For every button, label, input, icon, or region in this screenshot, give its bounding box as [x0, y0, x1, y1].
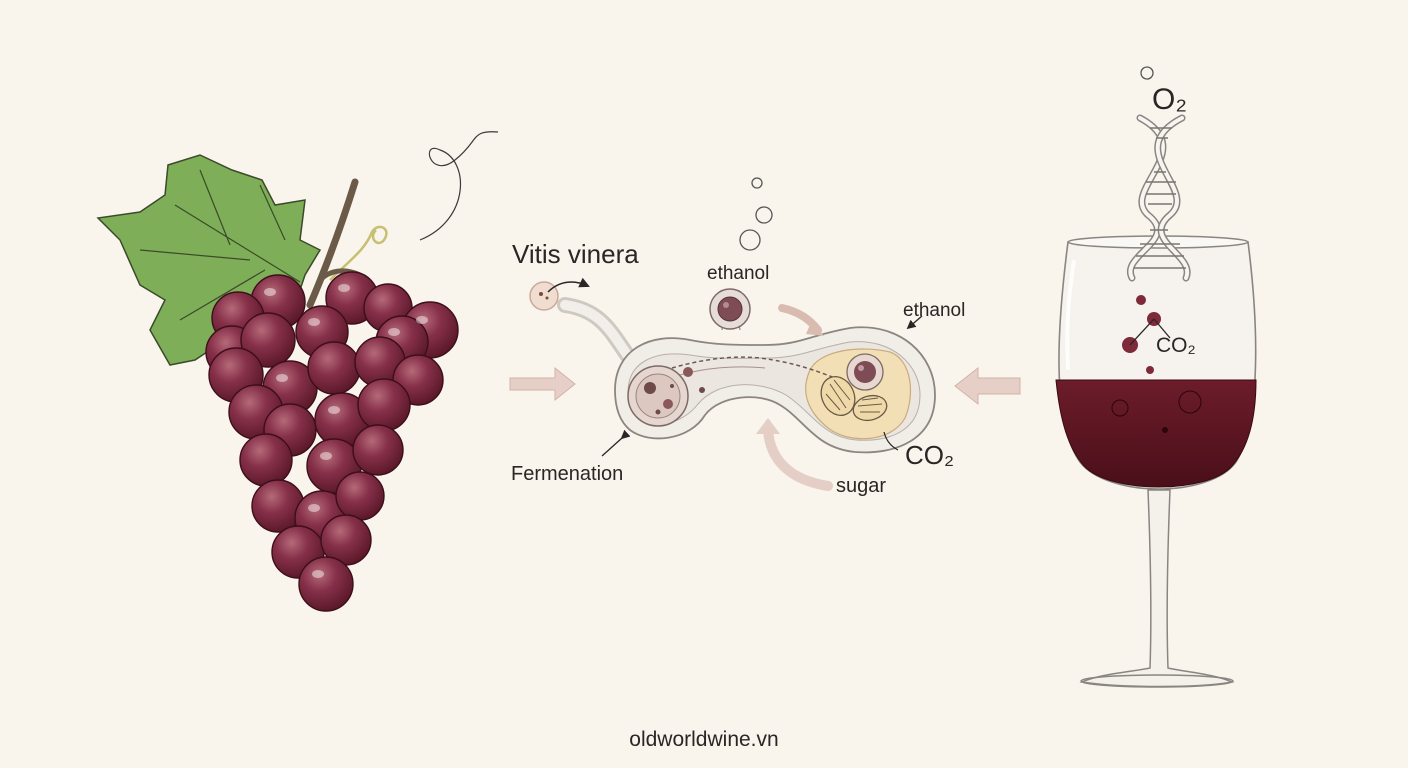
molecule-icon — [1136, 295, 1146, 305]
yeast-cell-icon — [529, 281, 559, 311]
flow-arrow-right-icon — [509, 366, 576, 402]
label-co2-cell: CO₂ — [905, 440, 954, 470]
fermentation-cell-diagram — [529, 177, 936, 491]
label-sugar: sugar — [836, 475, 886, 497]
label-fermentation: Fermenation — [511, 463, 623, 485]
label-ethanol-right: ethanol — [903, 300, 965, 321]
wine-liquid-icon — [1055, 379, 1257, 488]
grape-leaf-icon — [96, 154, 322, 366]
label-species: Vitis vinera — [512, 239, 639, 269]
label-o2: O₂ — [1152, 83, 1187, 116]
label-co2-glass: CO₂ — [1156, 334, 1196, 357]
flow-arrow-left-icon — [954, 366, 1021, 406]
footer-website: oldworldwine.vn — [629, 728, 779, 751]
wine-glass-icon — [1055, 66, 1257, 688]
grape-cluster-icon — [96, 131, 499, 612]
dna-helix-icon — [1126, 114, 1191, 282]
label-ethanol-top: ethanol — [707, 263, 769, 284]
